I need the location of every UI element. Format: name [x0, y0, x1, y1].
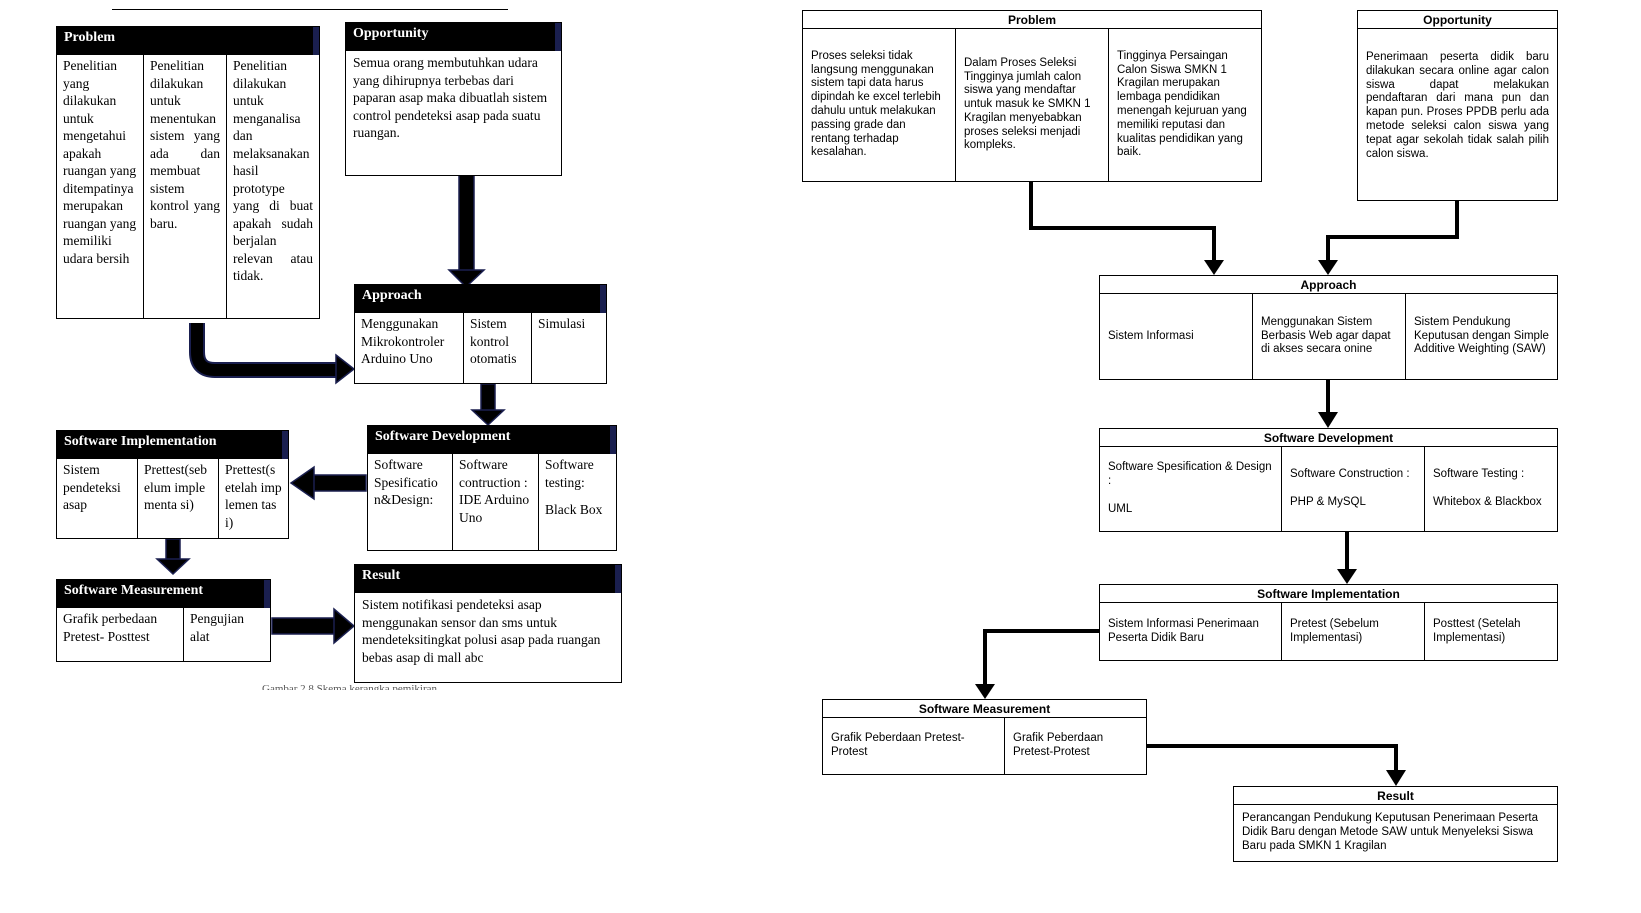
right-measurement-cell-1: Grafik Peberdaan Pretest-Protest	[823, 718, 1005, 774]
right-development-title: Software Development	[1100, 429, 1557, 447]
left-arrow-opportunity-approach	[447, 174, 486, 289]
right-opportunity-box: Opportunity Penerimaan peserta didik bar…	[1357, 10, 1558, 201]
left-implementation-cell-2: Prettest(seb elum implementa si)	[138, 459, 219, 538]
right-measurement-box: Software Measurement Grafik Peberdaan Pr…	[822, 699, 1147, 775]
left-result-box: Result Sistem notifikasi pendeteksi asap…	[354, 564, 622, 683]
left-arrow-problem-approach	[189, 323, 356, 385]
left-measurement-title: Software Measurement	[57, 580, 270, 608]
left-arrow-development-implementation	[289, 465, 367, 501]
right-development-construction-label: Software Construction :	[1290, 468, 1410, 481]
right-problem-cell-3: Tingginya Persaingan Calon Siswa SMKN 1 …	[1117, 49, 1247, 159]
left-opportunity-box: Opportunity Semua orang membutuhkan udar…	[345, 22, 562, 176]
left-problem-title: Problem	[57, 27, 319, 55]
left-development-cell-3: Software testing: Black Box	[539, 454, 616, 550]
right-problem-title: Problem	[803, 11, 1261, 29]
right-implementation-title: Software Implementation	[1100, 585, 1557, 603]
right-development-box: Software Development Software Spesificat…	[1099, 428, 1558, 532]
left-arrow-measurement-result	[271, 607, 356, 645]
left-measurement-cell-1: Grafik perbedaan Pretest- Posttest	[57, 608, 184, 661]
right-problem-box: Problem Proses seleksi tidak langsung me…	[802, 10, 1262, 182]
left-development-title: Software Development	[368, 426, 616, 454]
left-problem-cell-1: Penelitian yang dilakukan untuk mengetah…	[57, 55, 144, 318]
left-approach-box: Approach Menggunakan Mikrokontroler Ardu…	[354, 284, 607, 384]
right-arrowhead-5	[975, 684, 995, 699]
right-result-title: Result	[1234, 787, 1557, 805]
left-result-title: Result	[355, 565, 621, 593]
right-problem-cell-2: Dalam Proses Seleksi Tingginya jumlah ca…	[956, 29, 1109, 181]
left-problem-box: Problem Penelitian yang dilakukan untuk …	[56, 26, 320, 319]
left-development-box: Software Development Software Spesificat…	[367, 425, 617, 551]
left-approach-cell-3: Simulasi	[538, 316, 586, 331]
right-arrowhead-4	[1337, 569, 1357, 584]
right-development-construction-value: PHP & MySQL	[1290, 496, 1366, 508]
top-rule	[112, 9, 508, 10]
left-problem-cell-3: Penelitian dilakukan untuk menganalisa d…	[233, 58, 313, 283]
right-arrowhead-2	[1318, 260, 1338, 275]
right-conn-opportunity-approach	[1326, 201, 1459, 262]
right-approach-cell-2: Menggunakan Sistem Berbasis Web agar dap…	[1253, 294, 1406, 379]
right-approach-title: Approach	[1100, 276, 1557, 294]
left-arrow-approach-development	[470, 383, 506, 427]
right-implementation-box: Software Implementation Sistem Informasi…	[1099, 584, 1558, 661]
right-development-testing-label: Software Testing :	[1433, 468, 1525, 481]
left-implementation-cell-3: Prettest(s etelah implemen tasi)	[225, 462, 282, 530]
left-arrow-implementation-measurement	[155, 538, 191, 576]
right-opportunity-title: Opportunity	[1358, 11, 1557, 29]
left-implementation-cell-1: Sistem pendeteksi asap	[57, 459, 138, 538]
right-development-cell-3: Software Testing : Whitebox & Blackbox	[1425, 447, 1557, 531]
right-approach-box: Approach Sistem Informasi Menggunakan Si…	[1099, 275, 1558, 380]
right-conn-implementation-measurement	[983, 629, 1099, 687]
right-arrowhead-6	[1386, 770, 1406, 786]
left-development-testing-value: Black Box	[545, 502, 603, 517]
left-opportunity-text: Semua orang membutuhkan udara yang dihir…	[353, 55, 548, 140]
left-caption: Gambar 2.8 Skema kerangka pemikiran	[262, 683, 438, 690]
left-implementation-title: Software Implementation	[57, 431, 288, 459]
right-approach-cell-3: Sistem Pendukung Keputusan dengan Simple…	[1414, 315, 1549, 356]
right-measurement-cell-2: Grafik Peberdaan Pretest-Protest	[1013, 732, 1104, 758]
right-development-testing-value: Whitebox & Blackbox	[1433, 496, 1542, 508]
left-implementation-box: Software Implementation Sistem pendeteks…	[56, 430, 289, 539]
right-implementation-cell-2: Pretest (Sebelum Implementasi)	[1282, 603, 1425, 660]
left-development-testing-label: Software testing:	[545, 457, 594, 490]
right-approach-cell-1: Sistem Informasi	[1100, 294, 1253, 379]
left-problem-cell-2: Penelitian dilakukan untuk menentukan si…	[144, 55, 227, 318]
right-conn-problem-approach	[1029, 182, 1216, 262]
right-arrowhead-1	[1204, 260, 1224, 275]
right-development-design-label: Software Spesification & Design :	[1108, 461, 1272, 488]
right-problem-cell-1: Proses seleksi tidak langsung menggunaka…	[803, 29, 956, 181]
right-conn-measurement-result	[1147, 744, 1398, 772]
left-development-cell-2: Software contruction : IDE Arduino Uno	[453, 454, 539, 550]
right-result-text: Perancangan Pendukung Keputusan Penerima…	[1242, 812, 1539, 852]
left-approach-title: Approach	[355, 285, 606, 313]
left-approach-cell-2: Sistem kontrol otomatis	[464, 313, 532, 383]
left-result-text: Sistem notifikasi pendeteksi asap menggu…	[362, 597, 601, 665]
right-implementation-cell-3: Posttest (Setelah Implementasi)	[1433, 617, 1521, 644]
right-implementation-cell-1: Sistem Informasi Penerimaan Peserta Didi…	[1100, 603, 1282, 660]
left-measurement-box: Software Measurement Grafik perbedaan Pr…	[56, 579, 271, 662]
right-development-design-value: UML	[1108, 502, 1133, 515]
right-result-box: Result Perancangan Pendukung Keputusan P…	[1233, 786, 1558, 862]
right-development-cell-2: Software Construction : PHP & MySQL	[1282, 447, 1425, 531]
right-opportunity-text: Penerimaan peserta didik baru dilakukan …	[1366, 51, 1549, 160]
right-measurement-title: Software Measurement	[823, 700, 1146, 718]
right-development-cell-1: Software Spesification & Design : UML	[1100, 447, 1282, 531]
left-opportunity-title: Opportunity	[346, 23, 561, 51]
left-approach-cell-1: Menggunakan Mikrokontroler Arduino Uno	[355, 313, 464, 383]
left-development-cell-1: Software Spesificatio n&Design:	[368, 454, 453, 550]
left-measurement-cell-2: Pengujian alat	[190, 611, 244, 644]
right-arrowhead-3	[1318, 412, 1338, 428]
